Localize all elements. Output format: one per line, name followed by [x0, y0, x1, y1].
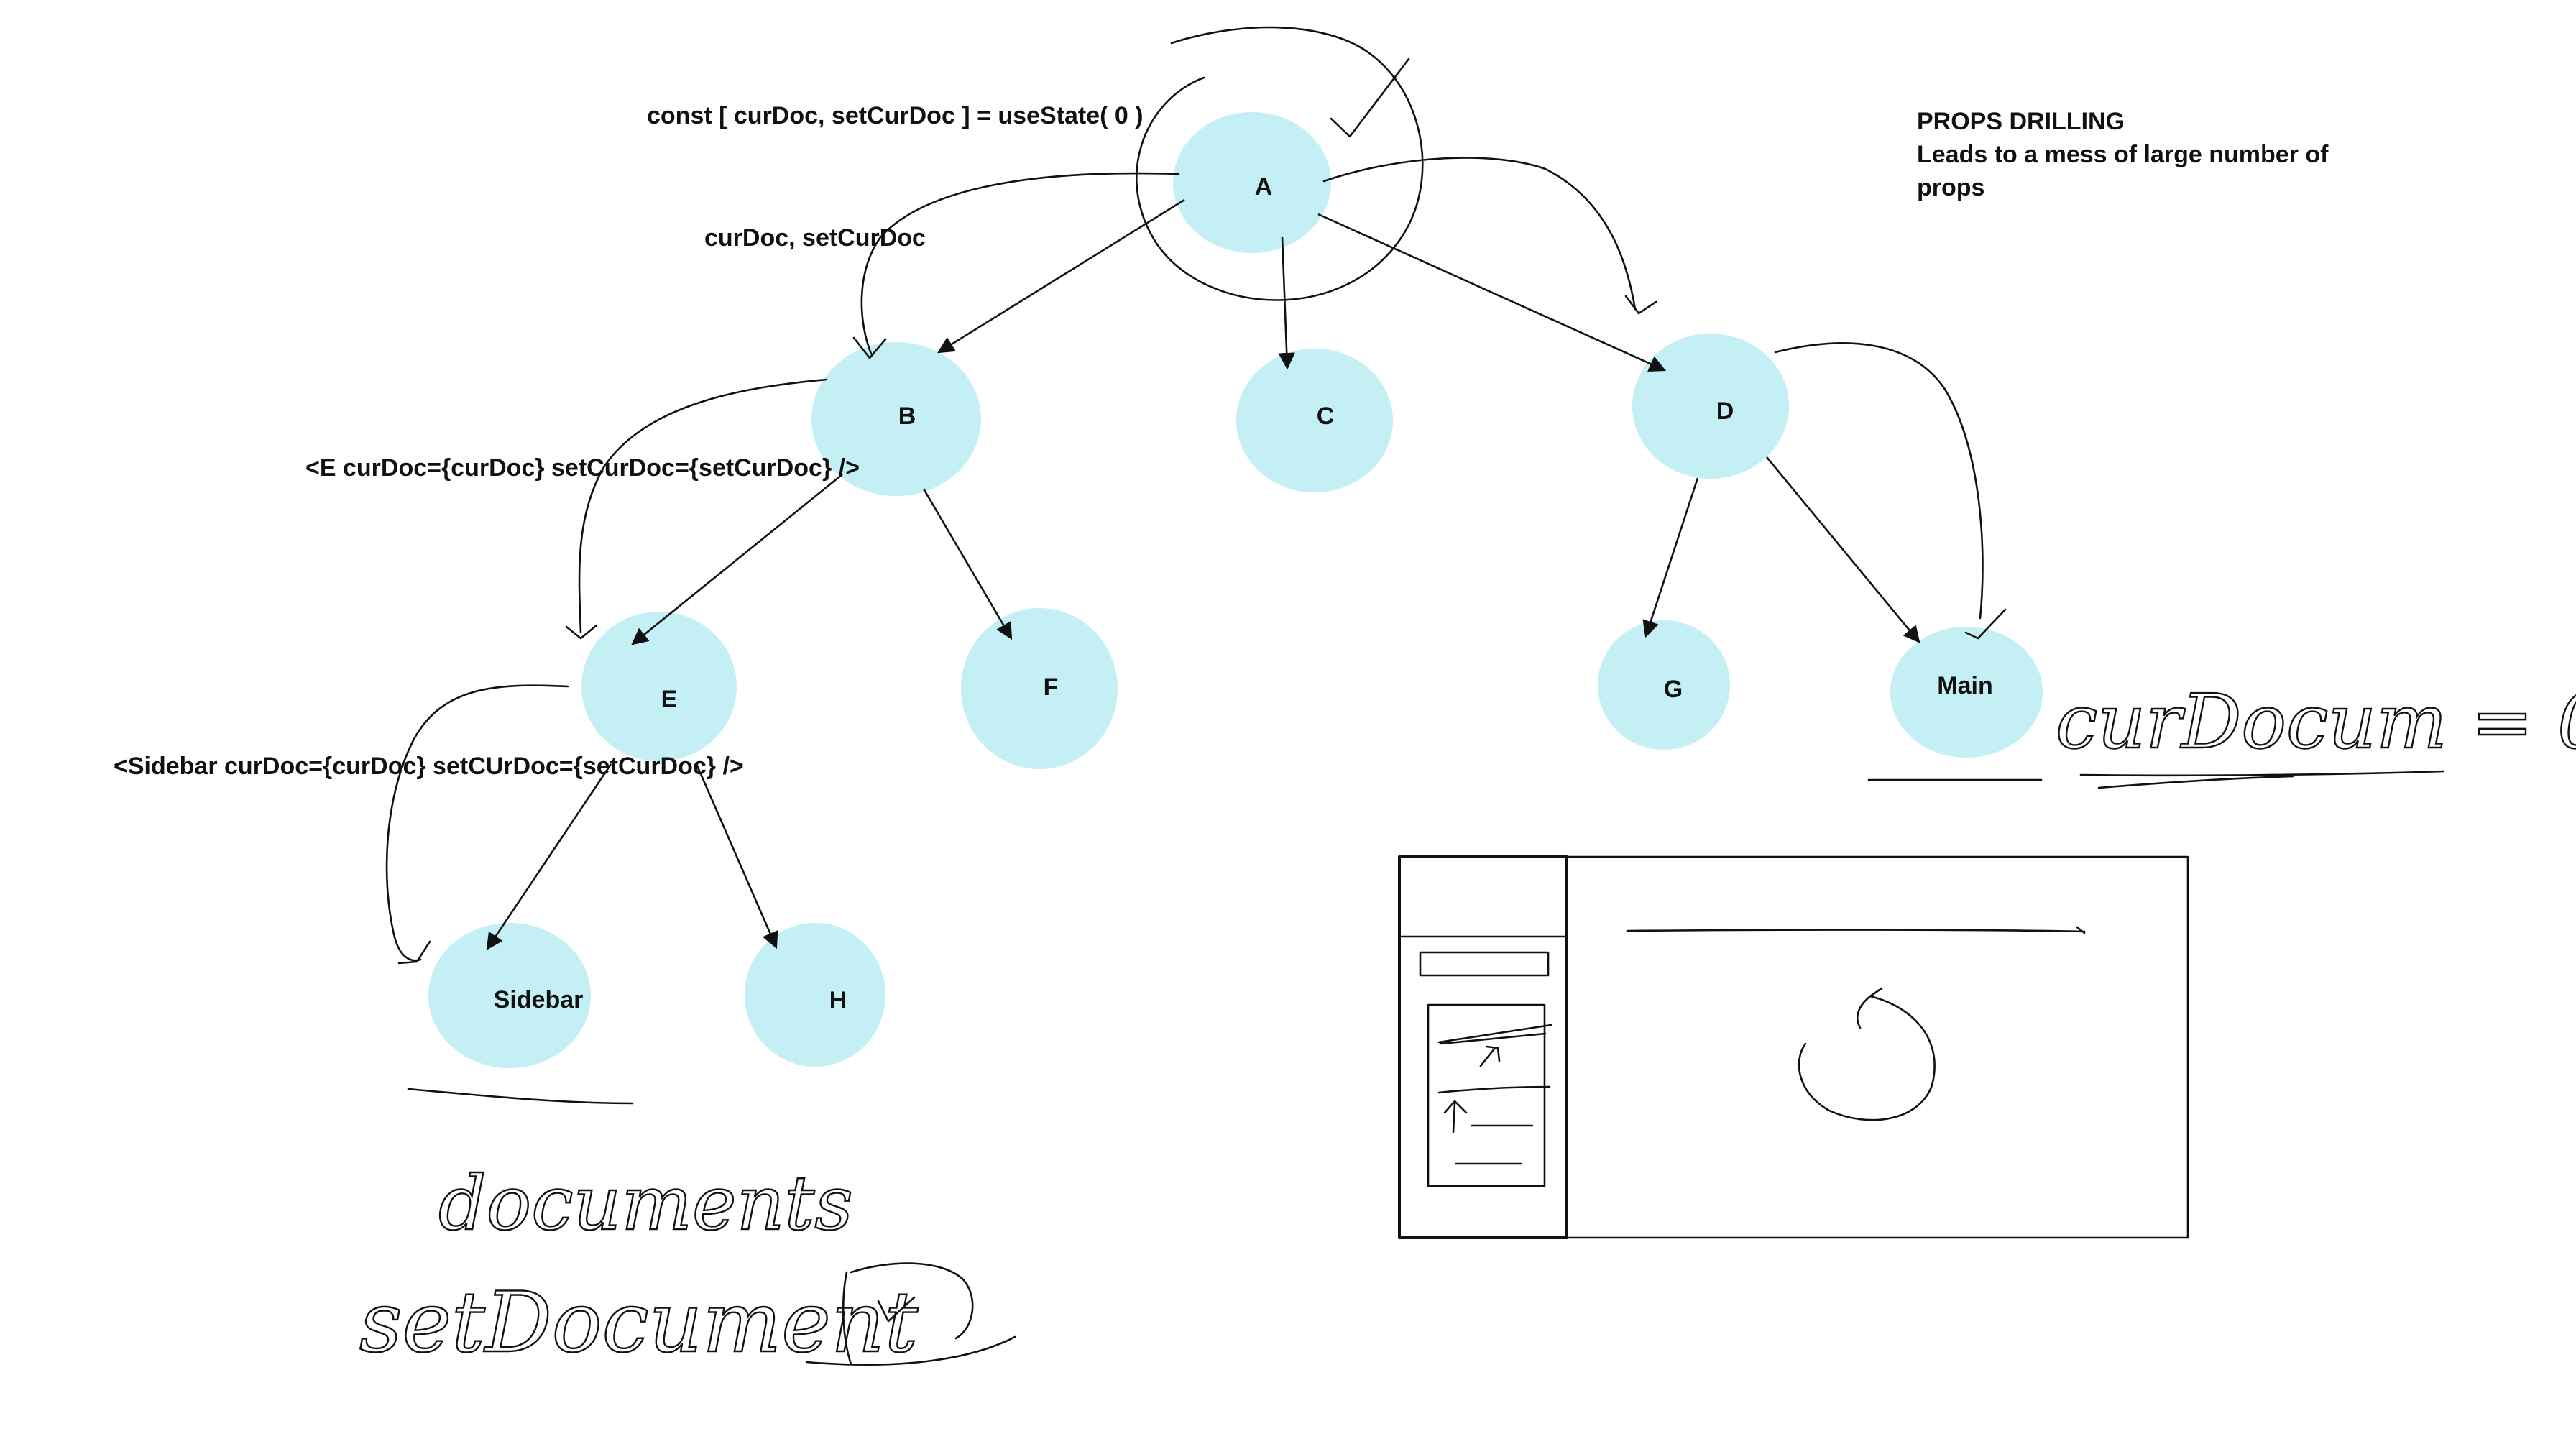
- wireframe-window: [1398, 855, 2189, 1239]
- set-document-check: [877, 1296, 916, 1323]
- curve-e-to-sidebar-head: [397, 940, 431, 965]
- ui-wireframe: [1398, 855, 2189, 1239]
- handwritten-documents: documents: [438, 1159, 853, 1247]
- wireframe-refresh-icon: [1798, 987, 1936, 1121]
- node-f-circle: [961, 608, 1118, 769]
- hand-drawn-strokes: [385, 26, 2445, 1366]
- edge-d-main: [1765, 456, 1920, 643]
- edge-b-e: [631, 473, 843, 645]
- node-g-label: G: [1664, 676, 1683, 703]
- wireframe-list-item-1-arrow: [1479, 1045, 1501, 1067]
- node-b-label: B: [898, 403, 916, 430]
- node-e-label: E: [661, 686, 678, 713]
- wireframe-sidebar-search-box: [1419, 951, 1550, 977]
- e-element-annotation: <E curDoc={curDoc} setCurDoc={setCurDoc}…: [305, 454, 860, 482]
- node-a-circle: [1173, 112, 1331, 253]
- curve-d-to-main: [1774, 342, 1984, 620]
- cur-doc-underline-1: [2079, 770, 2445, 777]
- annotations: const [ curDoc, setCurDoc ] = useState( …: [114, 102, 1144, 780]
- curve-e-to-sidebar: [385, 684, 569, 962]
- wireframe-sidebar: [1398, 855, 1568, 1239]
- wireframe-list-item-1: [1438, 1024, 1552, 1045]
- node-b-circle: [811, 342, 981, 496]
- node-main-label: Main: [1937, 672, 1992, 699]
- edge-b-f: [922, 488, 1013, 640]
- use-state-annotation: const [ curDoc, setCurDoc ] = useState( …: [647, 102, 1144, 129]
- handwritten-cur-doc: curDocum = 0: [2056, 678, 2576, 766]
- check-mark-a: [1330, 58, 1410, 138]
- node-f-label: F: [1044, 673, 1059, 701]
- edge-e-sidebar: [486, 763, 612, 950]
- wireframe-sidebar-list: [1427, 1003, 1546, 1187]
- tree-edges: [486, 198, 1920, 950]
- sidebar-element-annotation: <Sidebar curDoc={curDoc} setCUrDoc={setC…: [114, 753, 744, 780]
- node-d-circle: [1632, 334, 1789, 479]
- wireframe-list-item-2: [1438, 1085, 1551, 1094]
- handwritten-set-document: setDocument: [359, 1274, 919, 1371]
- scribble-circle-around-a: [1135, 26, 1424, 301]
- cur-doc-underline-2: [2097, 775, 2294, 789]
- edge-a-d: [1317, 213, 1667, 372]
- set-document-underline: [805, 1335, 1016, 1366]
- node-h-label: H: [829, 987, 847, 1014]
- title-description-line-1: Leads to a mess of large number of: [1917, 141, 2329, 168]
- curve-a-to-b-head: [852, 336, 887, 359]
- node-labels: A B C D E F G Main Sidebar H: [494, 173, 1993, 1014]
- node-circles: [428, 112, 2043, 1068]
- edge-e-h: [695, 763, 778, 950]
- node-g-circle: [1598, 620, 1730, 750]
- node-main-circle: [1890, 627, 2043, 758]
- passed-props-annotation: curDoc, setCurDoc: [704, 224, 926, 252]
- edge-a-b: [937, 198, 1185, 354]
- sidebar-underline: [407, 1088, 634, 1105]
- curve-a-to-d-head: [1624, 295, 1657, 315]
- node-c-label: C: [1317, 403, 1335, 430]
- curve-b-to-e-head: [565, 624, 598, 640]
- curve-a-to-d: [1322, 157, 1637, 311]
- node-c-circle: [1236, 349, 1393, 492]
- wireframe-list-item-2-arrow: [1443, 1100, 1468, 1134]
- edge-d-g: [1642, 477, 1699, 638]
- node-sidebar-circle: [428, 923, 591, 1068]
- node-a-label: A: [1255, 173, 1273, 201]
- title-description-line-2: props: [1917, 174, 1984, 201]
- node-sidebar-label: Sidebar: [494, 986, 584, 1013]
- page-title: PROPS DRILLING: [1917, 108, 2125, 135]
- set-document-box: [842, 1262, 974, 1366]
- node-h-circle: [745, 923, 886, 1067]
- node-e-circle: [581, 612, 737, 761]
- wireframe-main-title-line: [1626, 926, 2086, 934]
- curve-a-to-b: [860, 172, 1180, 355]
- title-block: PROPS DRILLING Leads to a mess of large …: [1917, 108, 2329, 201]
- handwritten-text: documents setDocument curDocum = 0: [359, 677, 2576, 1372]
- curve-d-to-main-head: [1964, 608, 2007, 640]
- edge-a-c: [1278, 236, 1295, 370]
- curve-b-to-e: [578, 378, 828, 634]
- node-d-label: D: [1716, 397, 1734, 425]
